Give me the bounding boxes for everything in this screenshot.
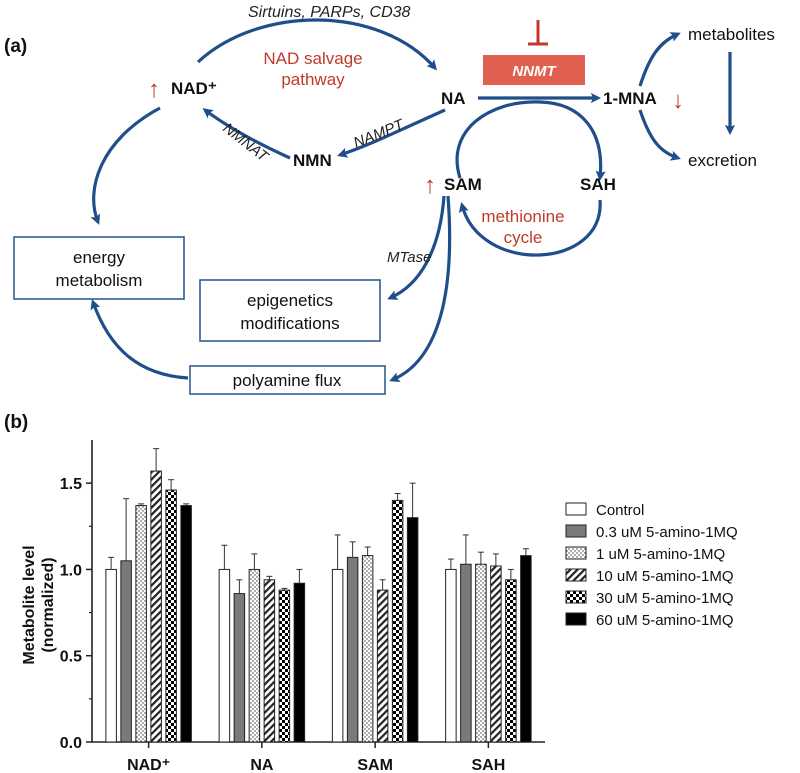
- node-na: NA: [441, 89, 466, 108]
- panel-b-label: (b): [4, 412, 28, 433]
- up-arrow-sam-icon: ↑: [424, 172, 436, 199]
- nnmt-box: [483, 55, 585, 85]
- arrow-mna-to-metabolites: [638, 32, 681, 87]
- legend-swatch: [565, 612, 587, 626]
- bar: [135, 505, 147, 743]
- bar: [445, 568, 457, 743]
- bar: [376, 589, 389, 743]
- y-tick-label: 1.5: [60, 476, 82, 493]
- salvage-label-1: NAD salvage: [263, 49, 362, 68]
- node-excretion: excretion: [688, 151, 757, 170]
- arrow-methionine-bottom: [458, 199, 602, 257]
- nnmt-label: NNMT: [512, 63, 557, 80]
- legend-swatch: [565, 590, 587, 604]
- enzyme-mtase: MTase: [387, 249, 431, 266]
- energy-box: [13, 236, 185, 300]
- methionine-label-1: methionine: [481, 207, 564, 226]
- bar: [165, 489, 177, 743]
- arrow-nmn-to-nad: [202, 108, 291, 160]
- bar: [278, 589, 291, 743]
- enzyme-nampt: NAMPT: [351, 116, 408, 152]
- bar: [520, 555, 532, 743]
- x-tick-label: SAH: [471, 757, 505, 773]
- enzyme-sirtuins: Sirtuins, PARPs, CD38: [248, 4, 411, 21]
- methionine-label-2: cycle: [504, 228, 543, 247]
- epigenetics-label-1: epigenetics: [247, 291, 333, 310]
- y-tick-label: 0.0: [60, 735, 82, 752]
- arrow-mna-to-excretion: [638, 109, 681, 161]
- enzyme-nmnat: NMNAT: [220, 120, 273, 167]
- bar: [460, 563, 472, 743]
- legend: Control 0.3 uM 5-amino-1MQ 1 uM 5-amino-1M…: [565, 502, 738, 629]
- bar: [331, 568, 344, 743]
- polyamine-box: [189, 365, 386, 395]
- arrow-nad-to-energy: [90, 106, 161, 225]
- y-tick-label: 0.5: [60, 649, 82, 666]
- x-tick-label: SAM: [357, 757, 393, 773]
- salvage-label-2: pathway: [281, 70, 345, 89]
- legend-label: 60 uM 5-amino-1MQ: [596, 612, 734, 629]
- y-axis-label-2: (normalized): [40, 557, 57, 652]
- bar: [406, 517, 419, 743]
- bar: [233, 593, 246, 743]
- bar: [105, 568, 117, 743]
- bar: [346, 556, 359, 743]
- bar: [505, 579, 517, 743]
- arrow-methionine-top: [455, 100, 606, 182]
- bar: [293, 582, 306, 743]
- legend-swatch: [565, 546, 587, 560]
- epigenetics-label-2: modifications: [240, 314, 339, 333]
- legend-swatch: [565, 524, 587, 538]
- y-tick-label: 1.0: [60, 562, 82, 579]
- node-mna: 1-MNA: [603, 89, 657, 108]
- bar: [120, 560, 132, 743]
- bar-chart: (b) Metabolite level (normalized) 0.0 0.5…: [4, 412, 738, 773]
- x-tick-label: NAD⁺: [127, 757, 170, 773]
- node-sam: SAM: [444, 175, 482, 194]
- up-arrow-nad-icon: ↑: [148, 76, 160, 103]
- energy-label-2: metabolism: [56, 271, 143, 290]
- bar: [263, 579, 276, 743]
- down-arrow-mna-icon: ↓: [672, 87, 684, 114]
- epigenetics-box: [199, 279, 381, 342]
- node-sah: SAH: [580, 175, 616, 194]
- legend-label: 0.3 uM 5-amino-1MQ: [596, 524, 738, 541]
- x-tick-label: NA: [250, 757, 274, 773]
- bar: [490, 565, 502, 743]
- bar: [361, 555, 374, 743]
- legend-label: 1 uM 5-amino-1MQ: [596, 546, 725, 563]
- pathway-diagram: (a) NNMT NAD⁺ NA NMN 1-MNA S: [4, 4, 775, 395]
- arrow-sam-to-epigenetics: [387, 195, 446, 300]
- bar: [180, 505, 192, 743]
- legend-swatch: [565, 568, 587, 582]
- panel-a-label: (a): [4, 36, 27, 57]
- arrow-polyamine-to-energy: [90, 299, 189, 380]
- node-metabolites: metabolites: [688, 25, 775, 44]
- bar: [391, 499, 404, 743]
- arrow-nad-to-na: [196, 18, 438, 71]
- legend-label: 10 uM 5-amino-1MQ: [596, 568, 734, 585]
- node-nmn: NMN: [293, 151, 332, 170]
- arrow-na-to-nmn: [337, 108, 446, 158]
- inhibit-icon: [528, 20, 548, 46]
- node-nad: NAD⁺: [171, 79, 217, 98]
- y-axis-label-1: Metabolite level: [21, 545, 38, 664]
- polyamine-label: polyamine flux: [233, 371, 342, 390]
- legend-label: 30 uM 5-amino-1MQ: [596, 590, 734, 607]
- legend-swatch: [565, 502, 587, 516]
- energy-label-1: energy: [73, 248, 125, 267]
- bar: [248, 568, 261, 743]
- bar: [150, 470, 162, 743]
- bar: [218, 568, 231, 743]
- legend-label: Control: [596, 502, 644, 519]
- arrow-sam-to-polyamine: [389, 195, 452, 382]
- bar: [475, 563, 487, 743]
